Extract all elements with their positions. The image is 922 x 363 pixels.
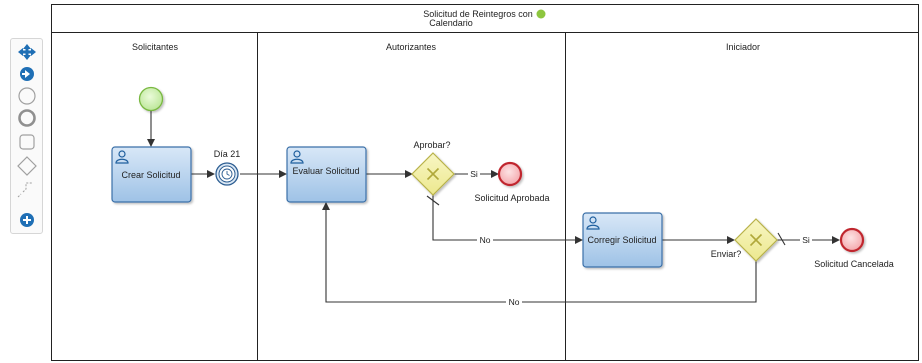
task-label: Corregir Solicitud	[587, 235, 656, 245]
x-icon	[749, 233, 763, 247]
pool-title: Solicitud de Reintegros con	[423, 9, 533, 19]
flow-no-to-corregir[interactable]	[432, 195, 583, 244]
add-icon	[20, 213, 34, 227]
gateway-label: Aprobar?	[413, 140, 450, 150]
flow-label-si: Si	[802, 235, 810, 245]
timer-label: Día 21	[214, 149, 241, 159]
lane-label-autorizantes: Autorizantes	[386, 42, 437, 52]
end-event-label: Solicitud Cancelada	[814, 259, 894, 269]
pool-subtitle: Calendario	[429, 18, 473, 28]
lane-autorizantes[interactable]: Autorizantes	[386, 42, 437, 52]
connector-tool[interactable]	[11, 179, 44, 201]
end-event-cancelada[interactable]: Solicitud Cancelada	[814, 227, 894, 269]
lane-solicitantes[interactable]: Solicitantes	[132, 42, 179, 52]
timer-event[interactable]: Día 21	[214, 149, 241, 186]
flow-label-no: No	[509, 297, 520, 307]
next-tool[interactable]	[11, 63, 44, 85]
flow-label-no: No	[480, 235, 491, 245]
default-flow-marker	[777, 232, 786, 246]
task-crear-solicitud[interactable]: Crear Solicitud	[111, 146, 192, 203]
add-tool[interactable]	[11, 209, 44, 231]
user-icon	[290, 150, 304, 164]
end-event-tool[interactable]	[11, 107, 44, 129]
arrow-right-circle-icon	[20, 67, 34, 81]
user-icon	[586, 216, 600, 230]
flow-no-to-evaluar[interactable]	[322, 202, 757, 303]
gateway-icon	[17, 156, 37, 176]
move-icon	[18, 44, 36, 60]
task-label: Evaluar Solicitud	[292, 166, 359, 176]
move-tool[interactable]	[11, 41, 44, 63]
end-event-icon	[18, 109, 36, 127]
sequence-flows	[147, 111, 840, 303]
clock-icon	[221, 168, 233, 180]
gateway-tool[interactable]	[11, 155, 44, 177]
gateway-label: Enviar?	[711, 249, 742, 259]
flow-label-si: Si	[470, 169, 478, 179]
task-tool[interactable]	[11, 131, 44, 153]
default-flow-marker	[426, 195, 440, 206]
lane-label-solicitantes: Solicitantes	[132, 42, 179, 52]
end-event-label: Solicitud Aprobada	[474, 193, 549, 203]
task-evaluar-solicitud[interactable]: Evaluar Solicitud	[286, 146, 367, 203]
pool-status-dot	[536, 9, 546, 19]
connector-icon	[17, 182, 32, 198]
task-corregir-solicitud[interactable]: Corregir Solicitud	[582, 212, 663, 268]
pool[interactable]: Solicitud de Reintegros con Calendario	[51, 4, 919, 361]
x-icon	[426, 167, 440, 181]
start-event-icon	[18, 87, 36, 105]
start-event-tool[interactable]	[11, 85, 44, 107]
task-icon	[19, 134, 35, 150]
end-event-aprobada[interactable]: Solicitud Aprobada	[474, 161, 550, 203]
task-label: Crear Solicitud	[121, 170, 180, 180]
gateway-enviar[interactable]: Enviar?	[711, 218, 778, 262]
start-event[interactable]	[138, 86, 164, 112]
lane-iniciador[interactable]: Iniciador	[726, 42, 760, 52]
gateway-aprobar[interactable]: Aprobar?	[411, 140, 455, 196]
tool-palette	[10, 38, 43, 234]
lane-label-iniciador: Iniciador	[726, 42, 760, 52]
user-icon	[115, 150, 129, 164]
